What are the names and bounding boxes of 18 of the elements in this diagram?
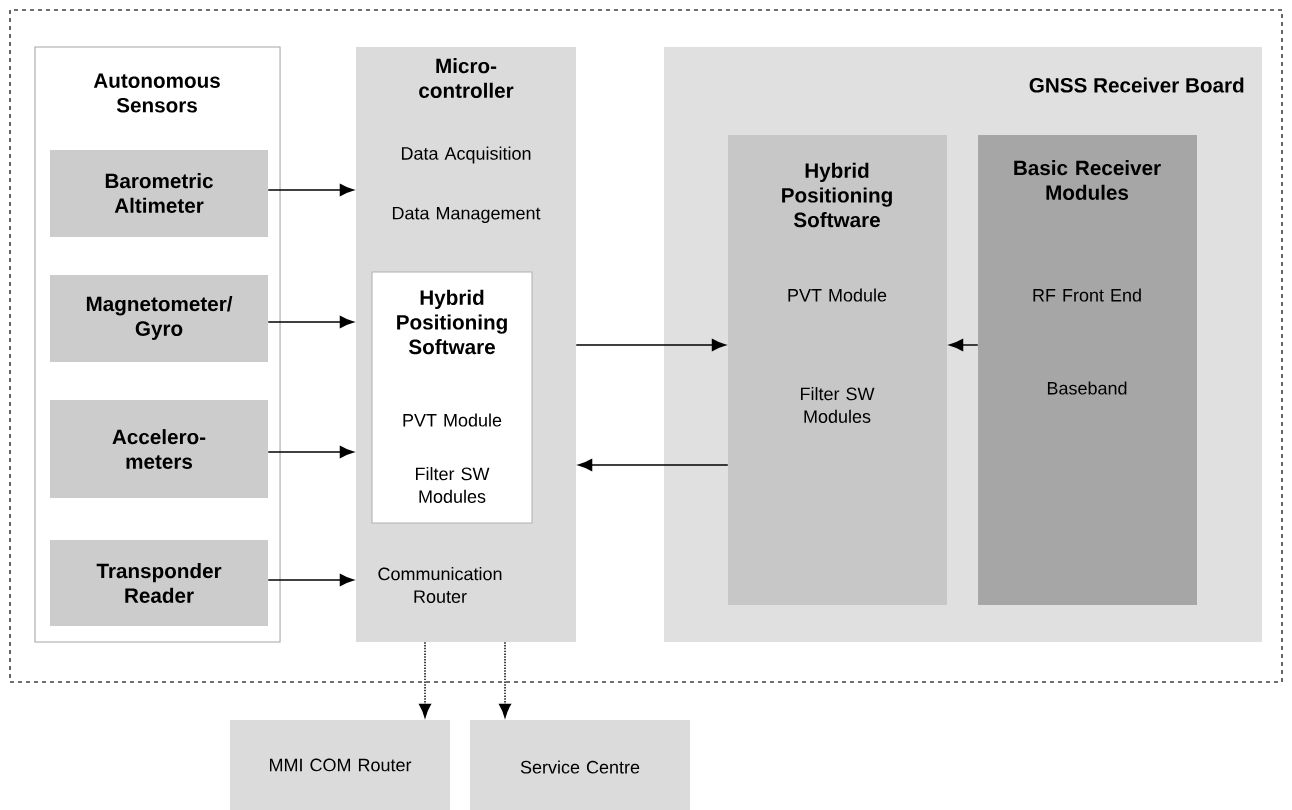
sensor-box: Barometric Altimeter <box>50 150 268 237</box>
software-box: Hybrid Positioning Software PVT Module Filter SW Modules <box>728 135 947 605</box>
software-box: Hybrid Positioning Software PVT Module Filter SW Modules <box>371 271 533 524</box>
output-box: Service Centre <box>470 720 690 810</box>
sensor-box: Accelero- meters <box>50 400 268 498</box>
arrow <box>575 338 726 352</box>
arrow <box>578 458 729 472</box>
output-box: MMI COM Router <box>230 720 450 810</box>
arrow <box>267 445 354 459</box>
sensor-box: Transponder Reader <box>50 540 268 626</box>
module-box: Basic Receiver Modules RF Front End Baseband <box>978 135 1197 605</box>
sensor-box: Magnetometer/ Gyro <box>50 275 268 362</box>
arrow <box>498 641 512 718</box>
arrow <box>267 315 354 329</box>
arrow <box>267 183 354 197</box>
arrow <box>949 338 979 352</box>
arrow <box>267 573 354 587</box>
arrow <box>418 641 432 718</box>
